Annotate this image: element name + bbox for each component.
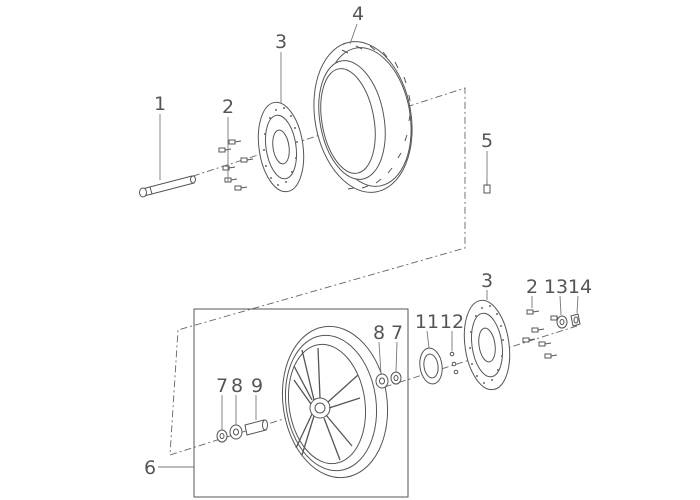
callout-3-upper: 3 [275,31,287,53]
brake-disc-lower [463,299,511,391]
tone-ring-part [419,347,443,385]
callout-9: 9 [251,375,263,397]
callout-6: 6 [144,457,156,479]
callout-8-left: 8 [231,375,243,397]
disc-bolts-lower [522,309,564,359]
wheel-rim [281,325,389,479]
callout-7-right: 7 [391,322,403,344]
brake-disc-upper [257,101,305,193]
callout-numbers: 1 2 3 4 5 6 7 8 9 8 7 11 12 3 2 13 14 [144,3,592,479]
callout-14: 14 [568,276,592,298]
callout-11: 11 [415,311,439,333]
callout-3-lower: 3 [481,270,493,292]
callout-2-upper: 2 [222,96,234,118]
callout-5: 5 [481,130,493,152]
tone-ring-bolts [449,351,459,375]
wheel-right-bearings [375,371,402,389]
callout-8-right: 8 [373,322,385,344]
tire-part [313,41,413,193]
callout-2-lower: 2 [526,276,538,298]
callout-13: 13 [544,276,568,298]
leader-lines [158,23,579,468]
axle-part [139,175,196,198]
callout-7-left: 7 [216,375,228,397]
callout-12: 12 [440,311,464,333]
callout-1: 1 [154,93,166,115]
disc-bolts-upper [218,139,254,191]
wheel-left-hardware [216,419,268,443]
axle-nut-parts [556,313,581,329]
callout-4: 4 [352,3,364,25]
wheel-assembly-frame [193,308,409,498]
